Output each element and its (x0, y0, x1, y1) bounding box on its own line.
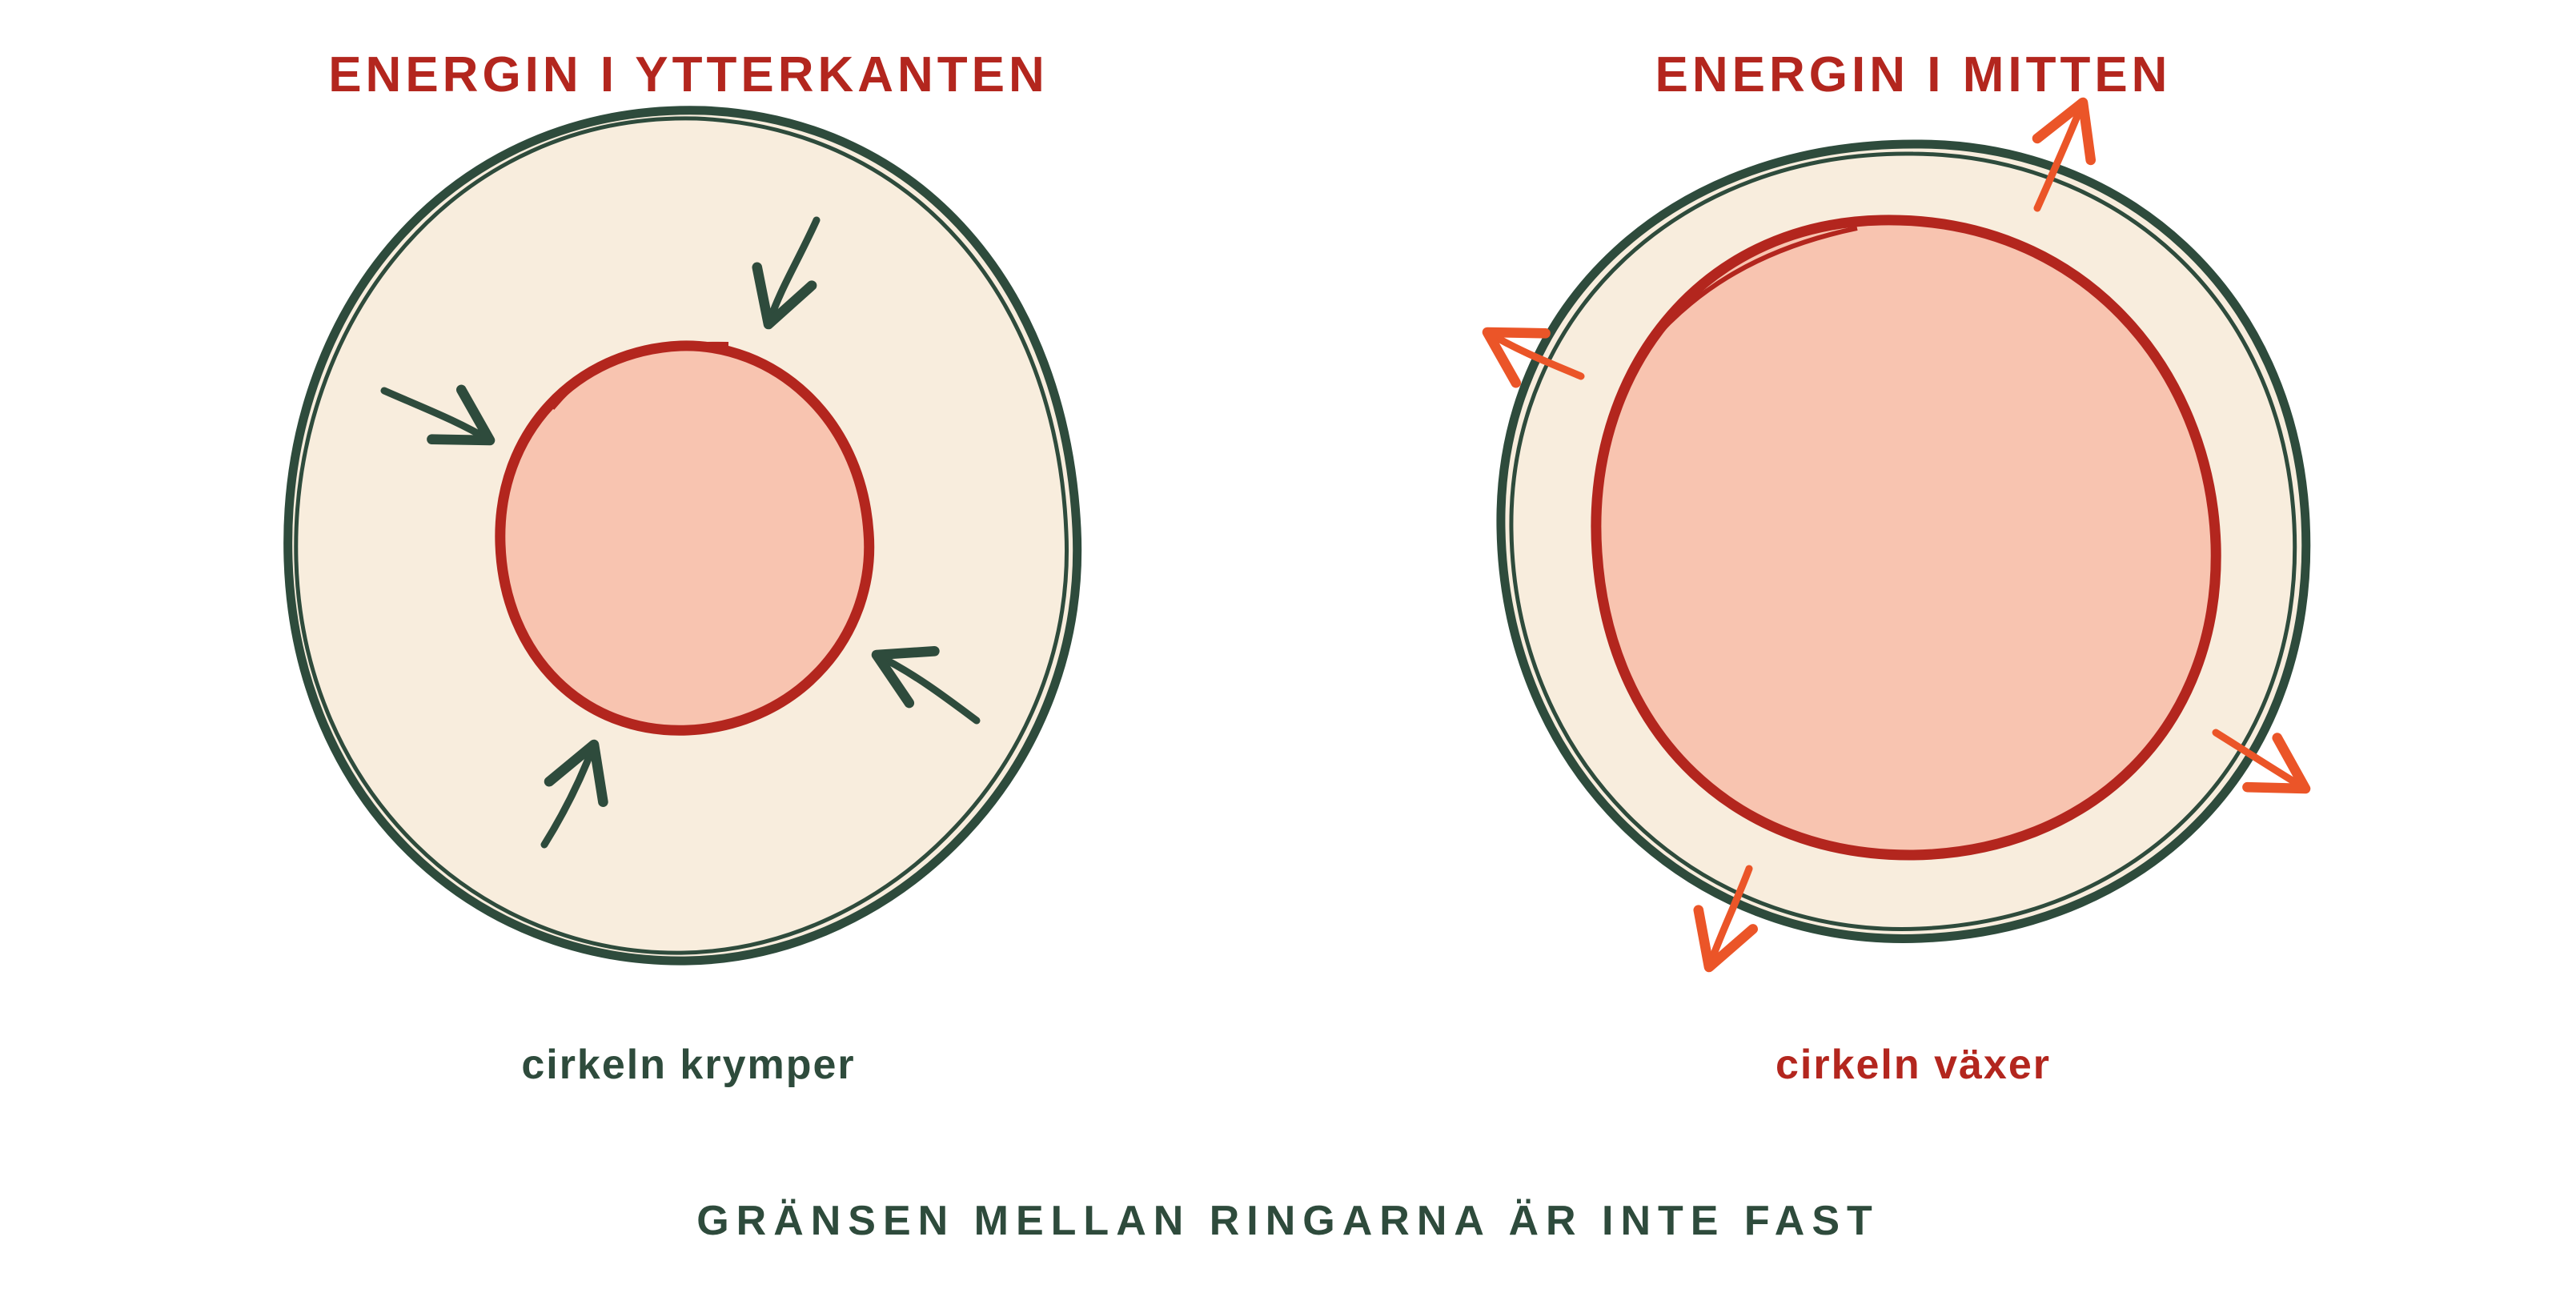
arrow-outward-icon (1482, 327, 1585, 388)
right-inner-circle (1591, 215, 2221, 861)
right-inner-circle-sketch (1647, 226, 1858, 346)
arrow-inward-icon (380, 384, 496, 446)
arrow-outward-icon (2032, 97, 2097, 212)
left-panel-title: ENERGIN I YTTERKANTEN (328, 47, 1049, 102)
right-panel (1482, 97, 2311, 973)
left-inner-circle-sketch (550, 341, 729, 410)
outward-arrows (1482, 97, 2311, 973)
left-panel (283, 106, 1082, 966)
footer-statement: GRÄNSEN MELLAN RINGARNA ÄR INTE FAST (696, 1198, 1880, 1244)
right-panel-caption: cirkeln växer (1775, 1042, 2052, 1088)
left-inner-circle (495, 340, 875, 736)
arrow-inward-icon (540, 739, 608, 849)
left-outer-ring-sketch (294, 116, 1069, 955)
arrow-outward-icon (1693, 865, 1759, 973)
right-panel-title: ENERGIN I MITTEN (1655, 47, 2172, 102)
right-outer-ring-sketch (1509, 151, 2297, 931)
left-panel-caption: cirkeln krymper (521, 1042, 856, 1088)
arrow-inward-icon (752, 216, 821, 330)
arrow-outward-icon (2212, 729, 2311, 794)
inward-arrows (380, 216, 981, 849)
arrow-inward-icon (871, 646, 981, 725)
